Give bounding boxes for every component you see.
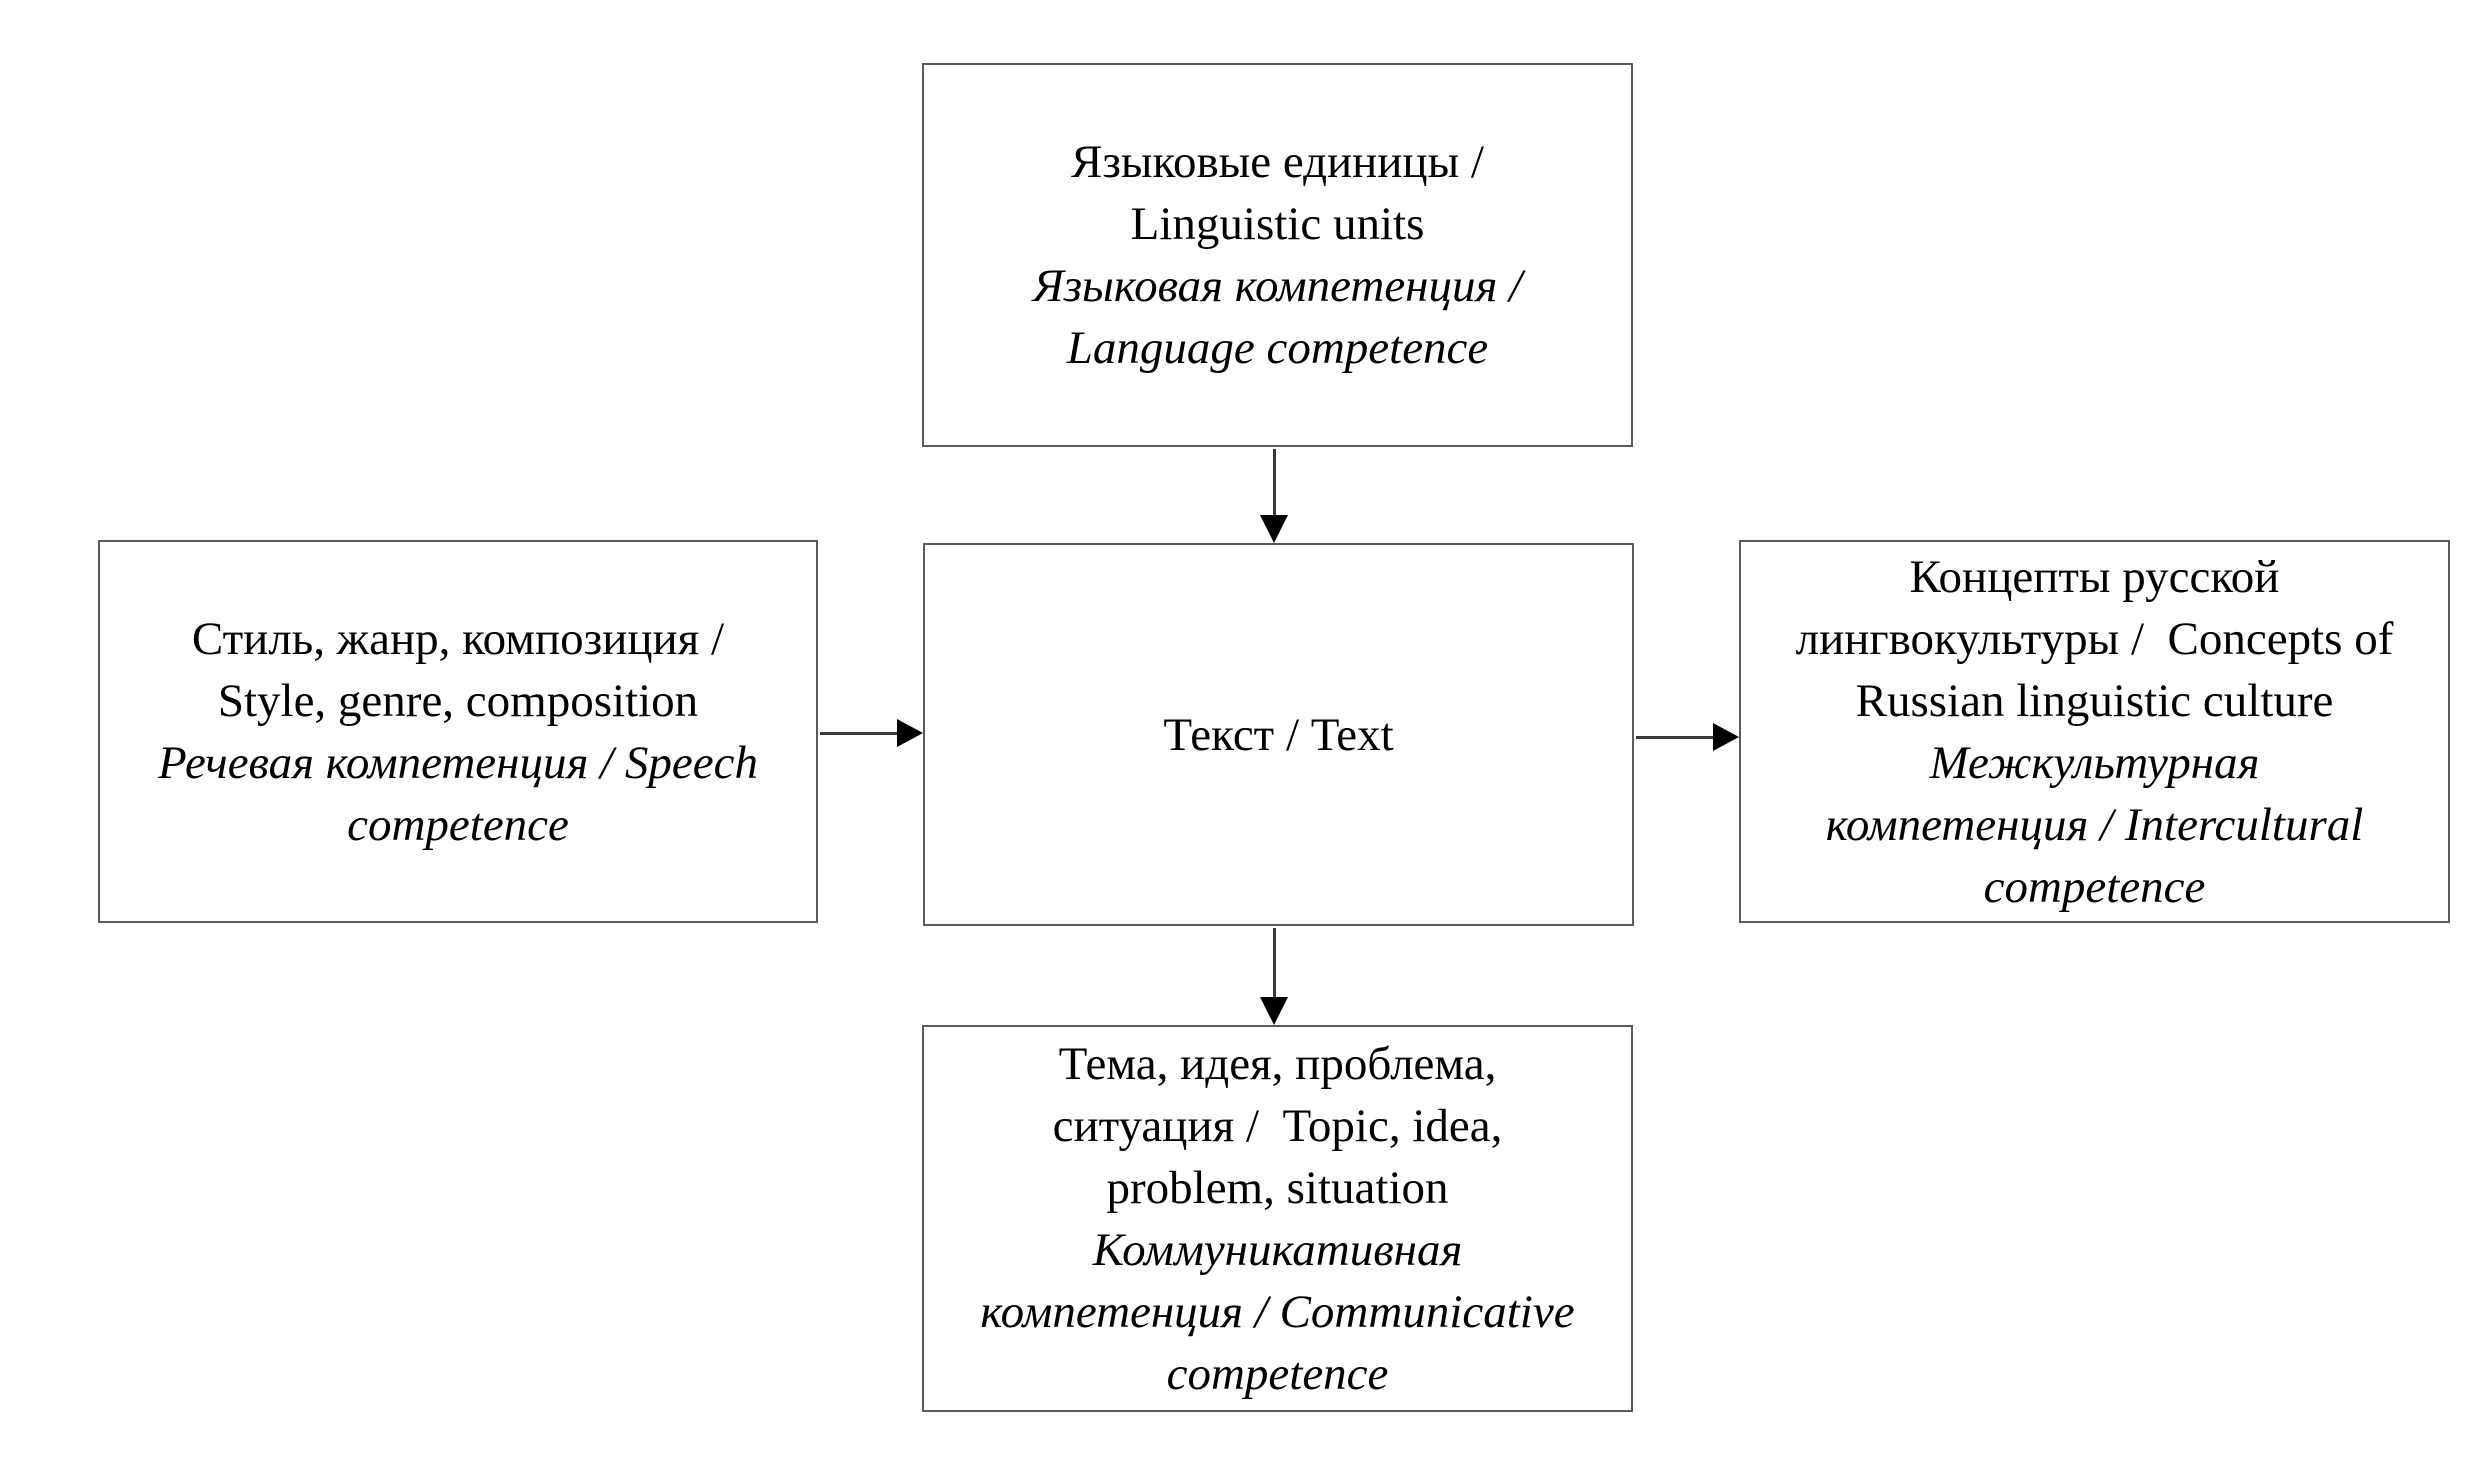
text-line: ситуация / Topic, idea,	[1052, 1099, 1503, 1152]
arrow-line	[820, 732, 899, 735]
arrow-line	[1273, 449, 1276, 518]
arrowhead-right-icon	[1713, 723, 1739, 751]
text-line: Межкультурная	[1929, 736, 2260, 789]
text-line: Языковые единицы /	[1071, 136, 1484, 188]
text-line: Russian linguistic culture	[1855, 674, 2334, 727]
arrowhead-right-icon	[897, 719, 923, 747]
text-line: Коммуникативная	[1092, 1223, 1463, 1276]
text-line: competence	[1983, 860, 2206, 913]
text-line: competence	[347, 798, 569, 851]
box-text: Текст / Text	[923, 543, 1634, 926]
text-line: Style, genre, composition	[217, 674, 699, 727]
text-line: компетенция / Communicative	[980, 1285, 1575, 1338]
box-topic-idea-problem-situation: Тема, идея, проблема, ситуация / Topic, …	[922, 1025, 1633, 1412]
text-line: Текст / Text	[1163, 708, 1394, 761]
text-line: Стиль, жанр, композиция /	[191, 612, 725, 665]
text-line: problem, situation	[1106, 1161, 1449, 1214]
text-line: competence	[1166, 1347, 1389, 1400]
box-style-genre-composition: Стиль, жанр, композиция / Style, genre, …	[98, 540, 818, 923]
text-line: лингвокультуры / Concepts of	[1795, 612, 2394, 665]
box-linguistic-units: Языковые единицы / Linguistic units Язык…	[922, 63, 1633, 447]
arrowhead-down-icon	[1260, 515, 1288, 543]
text-line: Концепты русской	[1909, 550, 2280, 603]
text-line: Речевая компетенция / Speech	[158, 736, 758, 789]
arrow-line	[1273, 928, 1276, 998]
text-line: компетенция / Intercultural	[1825, 798, 2364, 851]
text-line: Языковая компетенция /	[1032, 260, 1523, 312]
box-concepts-russian-linguistic-culture: Концепты русской лингвокультуры / Concep…	[1739, 540, 2450, 923]
arrowhead-down-icon	[1260, 997, 1288, 1025]
text-line: Тема, идея, проблема,	[1058, 1037, 1497, 1090]
text-line: Language competence	[1066, 322, 1489, 374]
text-line: Linguistic units	[1130, 198, 1425, 250]
arrow-line	[1636, 736, 1715, 739]
